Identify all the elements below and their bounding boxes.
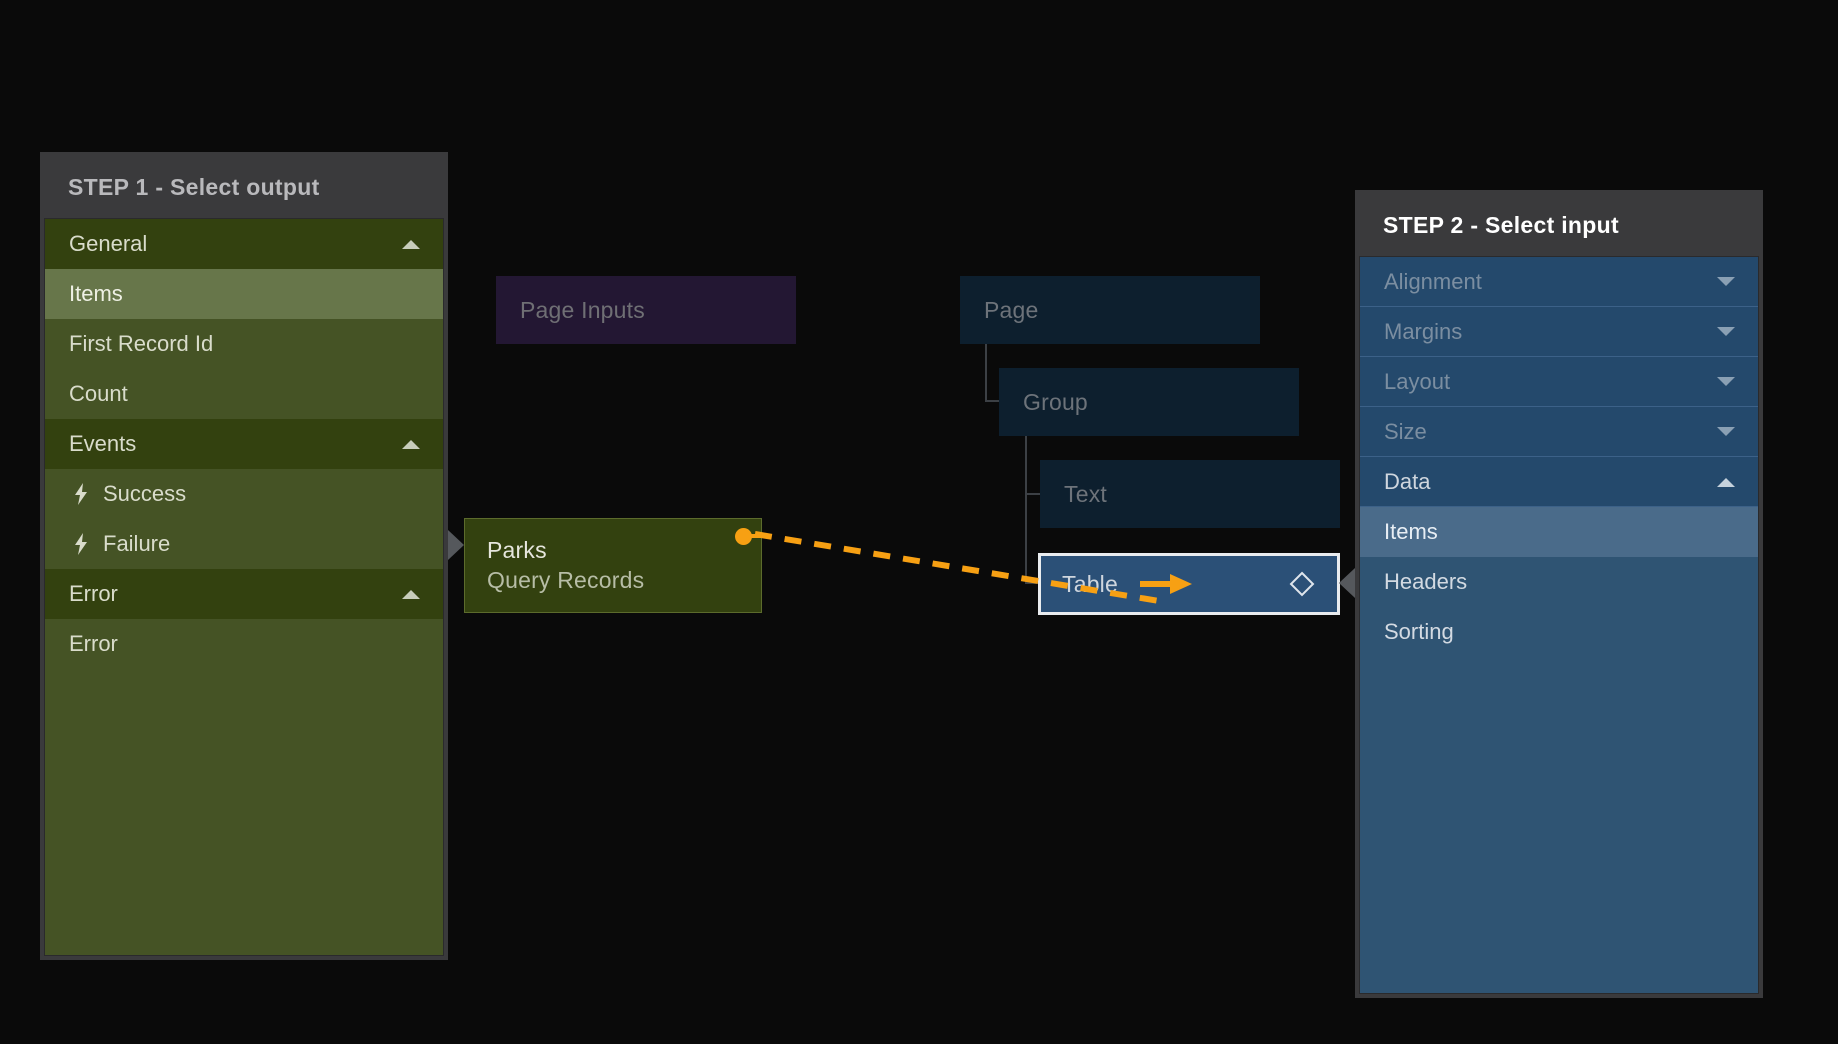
node-page-inputs[interactable]: Page Inputs xyxy=(496,276,796,344)
step1-item-count[interactable]: Count xyxy=(45,369,443,419)
step2-item-sorting-label: Sorting xyxy=(1384,619,1454,645)
step2-item-headers[interactable]: Headers xyxy=(1360,557,1758,607)
step2-section-size-label: Size xyxy=(1384,419,1427,445)
node-table[interactable]: Table xyxy=(1038,553,1340,615)
node-table-label: Table xyxy=(1062,571,1118,598)
step1-event-failure-label: Failure xyxy=(103,531,170,557)
step1-section-events-label: Events xyxy=(69,431,136,457)
tree-line-page-to-group xyxy=(985,344,987,402)
step1-event-success[interactable]: Success xyxy=(45,469,443,519)
step1-panel-title: STEP 1 - Select output xyxy=(44,156,444,218)
step2-item-sorting[interactable]: Sorting xyxy=(1360,607,1758,657)
node-group-label: Group xyxy=(1023,389,1088,416)
triangle-right-icon[interactable] xyxy=(446,528,466,562)
step2-panel-body[interactable]: Alignment Margins Layout Size xyxy=(1359,256,1759,994)
chevron-down-icon[interactable] xyxy=(1716,276,1736,288)
lightning-bolt-icon xyxy=(73,533,89,555)
step2-section-layout[interactable]: Layout xyxy=(1360,357,1758,407)
step2-section-data-label: Data xyxy=(1384,469,1430,495)
step1-event-failure[interactable]: Failure xyxy=(45,519,443,569)
step1-item-error-label: Error xyxy=(69,631,118,657)
node-text-label: Text xyxy=(1064,481,1107,508)
chevron-up-icon[interactable] xyxy=(401,238,421,250)
step2-item-items[interactable]: Items xyxy=(1360,507,1758,557)
node-parks-subtitle: Query Records xyxy=(487,567,644,594)
step1-section-error-label: Error xyxy=(69,581,118,607)
step2-section-margins[interactable]: Margins xyxy=(1360,307,1758,357)
step1-section-general[interactable]: General xyxy=(45,219,443,269)
step1-section-error[interactable]: Error xyxy=(45,569,443,619)
output-port-stub xyxy=(750,534,764,538)
step2-section-alignment-label: Alignment xyxy=(1384,269,1482,295)
step2-item-headers-label: Headers xyxy=(1384,569,1467,595)
step1-item-count-label: Count xyxy=(69,381,128,407)
step1-section-events[interactable]: Events xyxy=(45,419,443,469)
tree-line-group-trunk xyxy=(1025,436,1027,584)
chevron-down-icon[interactable] xyxy=(1716,426,1736,438)
chevron-down-icon[interactable] xyxy=(1716,376,1736,388)
chevron-up-icon[interactable] xyxy=(401,588,421,600)
step1-item-error[interactable]: Error xyxy=(45,619,443,669)
node-page[interactable]: Page xyxy=(960,276,1260,344)
step2-section-layout-label: Layout xyxy=(1384,369,1450,395)
node-parks[interactable]: Parks Query Records xyxy=(464,518,762,613)
node-page-label: Page xyxy=(984,297,1039,324)
lightning-bolt-icon xyxy=(73,483,89,505)
node-text[interactable]: Text xyxy=(1040,460,1340,528)
node-parks-title: Parks xyxy=(487,537,547,564)
step1-panel-body[interactable]: General Items First Record Id Count Even… xyxy=(44,218,444,956)
diamond-icon xyxy=(1289,571,1315,597)
chevron-up-icon[interactable] xyxy=(401,438,421,450)
node-group[interactable]: Group xyxy=(999,368,1299,436)
chevron-down-icon[interactable] xyxy=(1716,326,1736,338)
step2-panel[interactable]: STEP 2 - Select input Alignment Margins … xyxy=(1355,190,1763,998)
step2-section-margins-label: Margins xyxy=(1384,319,1462,345)
step1-event-success-label: Success xyxy=(103,481,186,507)
step1-section-general-label: General xyxy=(69,231,147,257)
chevron-up-icon[interactable] xyxy=(1716,476,1736,488)
output-port-dot[interactable] xyxy=(735,528,752,545)
node-page-inputs-label: Page Inputs xyxy=(520,297,645,324)
triangle-left-icon[interactable] xyxy=(1337,566,1357,600)
step2-item-items-label: Items xyxy=(1384,519,1438,545)
step1-item-first-record-id-label: First Record Id xyxy=(69,331,213,357)
step1-item-items[interactable]: Items xyxy=(45,269,443,319)
step2-section-alignment[interactable]: Alignment xyxy=(1360,257,1758,307)
step1-panel[interactable]: STEP 1 - Select output General Items Fir… xyxy=(40,152,448,960)
step1-item-first-record-id[interactable]: First Record Id xyxy=(45,319,443,369)
step2-section-data[interactable]: Data xyxy=(1360,457,1758,507)
step2-panel-title: STEP 2 - Select input xyxy=(1359,194,1759,256)
step2-section-size[interactable]: Size xyxy=(1360,407,1758,457)
step1-item-items-label: Items xyxy=(69,281,123,307)
tree-line-group-to-text-stub xyxy=(1025,493,1041,495)
